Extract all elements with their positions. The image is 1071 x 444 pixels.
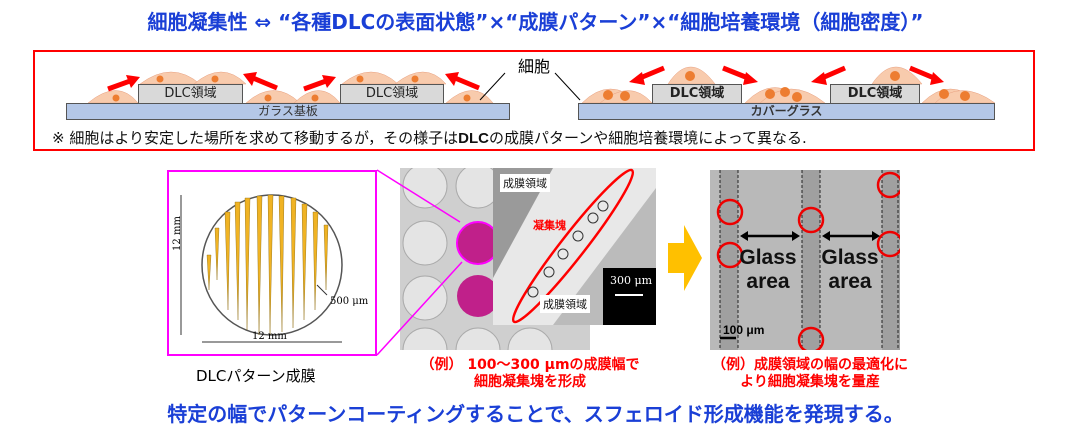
glass-word: Glass	[821, 246, 879, 269]
caption-example-1: （例） 100〜300 μmの成膜幅で細胞凝集塊を形成	[400, 357, 660, 391]
glass-word: Glass	[739, 246, 797, 269]
dlc-pattern-figure	[180, 194, 343, 343]
micrograph-mass-production	[710, 170, 900, 350]
area-word: area	[746, 270, 790, 293]
page-title: 細胞凝集性 ⇔ “各種DLCの表面状態”×“成膜パターン”×“細胞培養環境（細胞…	[147, 10, 924, 34]
cover-glass: カバーグラス	[578, 103, 995, 120]
label-aggregate: 凝集塊	[533, 219, 566, 232]
dlc-region: DLC領域	[830, 84, 920, 104]
scale-bar-label: 300 μm	[610, 274, 653, 287]
glass-substrate: ガラス基板	[66, 103, 510, 120]
cell-migration-diagram	[87, 65, 996, 104]
nuclei-left	[112, 75, 471, 102]
micrograph-aggregate	[493, 168, 656, 325]
caption-line: （例） 100〜300 μmの成膜幅で	[420, 357, 640, 373]
cell-label: 細胞	[518, 57, 551, 76]
migration-arrows	[107, 65, 944, 92]
caption-line: （例）成膜領域の幅の最適化に	[712, 357, 908, 373]
dim-strip: 500 μm	[330, 296, 369, 307]
area-word: area	[828, 270, 872, 293]
label-film-region: 成膜領域	[540, 295, 590, 313]
caption-line: 細胞凝集塊を形成	[474, 374, 586, 390]
arrow-right-icon	[668, 225, 702, 291]
note-text: ※ 細胞はより安定した場所を求めて移動するが，その様子はDLCの成膜パターンや細…	[52, 129, 807, 147]
dim-horizontal: 12 mm	[252, 331, 287, 342]
nuclei-right	[603, 71, 970, 102]
dlc-region: DLC領域	[138, 84, 243, 104]
dlc-region: DLC領域	[340, 84, 444, 104]
zoom-lines	[376, 169, 463, 356]
dlc-region: DLC領域	[652, 84, 742, 104]
conclusion-text: 特定の幅でパターンコーティングすることで、スフェロイド形成機能を発現する。	[167, 402, 904, 426]
pattern-box	[167, 170, 377, 356]
scale-bar-label: 100 μm	[723, 323, 765, 337]
pattern-caption: DLCパターン成膜	[196, 367, 316, 385]
label-film-region: 成膜領域	[500, 174, 550, 192]
caption-line: より細胞凝集塊を量産	[740, 374, 880, 390]
caption-example-2: （例）成膜領域の幅の最適化により細胞凝集塊を量産	[690, 357, 930, 391]
dlc-strips	[206, 194, 329, 336]
mechanism-box	[33, 50, 1035, 151]
